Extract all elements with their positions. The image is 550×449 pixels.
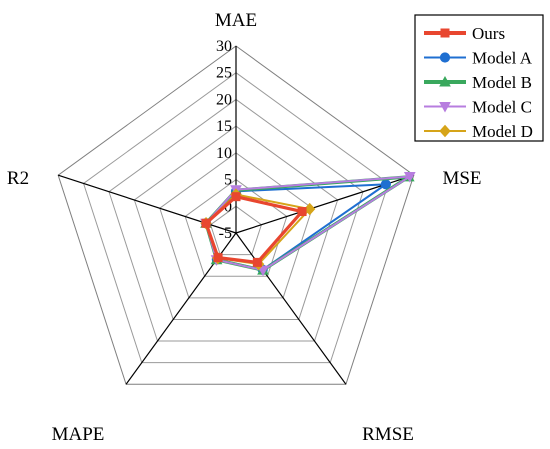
series-ours	[201, 192, 307, 267]
series-marker	[257, 265, 269, 277]
tick-label: 15	[216, 118, 232, 135]
tick-label: 10	[216, 145, 232, 162]
series-marker	[297, 207, 307, 217]
series-marker	[439, 75, 451, 87]
series-marker	[380, 179, 392, 190]
grid-ring	[210, 205, 262, 256]
grid-ring	[108, 98, 364, 342]
axis-label-rmse: RMSE	[362, 424, 414, 445]
series-marker	[252, 257, 262, 267]
legend-box	[414, 14, 544, 142]
legend-item: Ours	[424, 24, 505, 43]
axis-label-r2: R2	[7, 168, 29, 189]
spoke-rmse	[235, 232, 347, 385]
axis-labels: MAE MSE RMSE MAPE R2	[7, 10, 482, 445]
series-marker	[231, 192, 241, 202]
tick-label: 25	[216, 65, 232, 82]
grid-ring	[184, 178, 288, 277]
legend-label: Model C	[472, 98, 532, 117]
legend-item: Model B	[424, 73, 532, 92]
radar-series	[200, 170, 416, 277]
grid-ring	[57, 45, 415, 385]
legend-label: Model B	[472, 73, 532, 92]
legend-label: Model D	[472, 122, 533, 141]
legend-label: Model A	[472, 49, 533, 68]
tick-label: -5	[219, 225, 232, 242]
series-marker	[439, 124, 451, 138]
series-marker	[213, 253, 223, 263]
legend-label: Ours	[472, 24, 505, 43]
axis-label-mae: MAE	[215, 10, 257, 31]
grid-ring	[82, 72, 390, 364]
radial-tick-labels: -5 0 5 10 15 20 25 30	[216, 38, 232, 242]
legend-item: Model A	[424, 49, 533, 68]
axis-label-mape: MAPE	[52, 424, 105, 445]
tick-label: 5	[224, 172, 232, 189]
series-line	[204, 195, 304, 264]
legend-item: Model D	[424, 122, 533, 141]
radar-spokes	[57, 46, 415, 385]
tick-label: 30	[216, 38, 232, 55]
series-marker	[201, 218, 211, 228]
axis-label-mse: MSE	[442, 168, 481, 189]
series-marker	[439, 102, 451, 113]
tick-label: 20	[216, 91, 232, 108]
series-marker	[439, 52, 451, 63]
legend-item: Model C	[424, 98, 532, 117]
grid-ring	[159, 152, 313, 299]
tick-label: 0	[224, 198, 232, 215]
series-marker	[440, 28, 450, 38]
series-marker	[403, 172, 416, 183]
